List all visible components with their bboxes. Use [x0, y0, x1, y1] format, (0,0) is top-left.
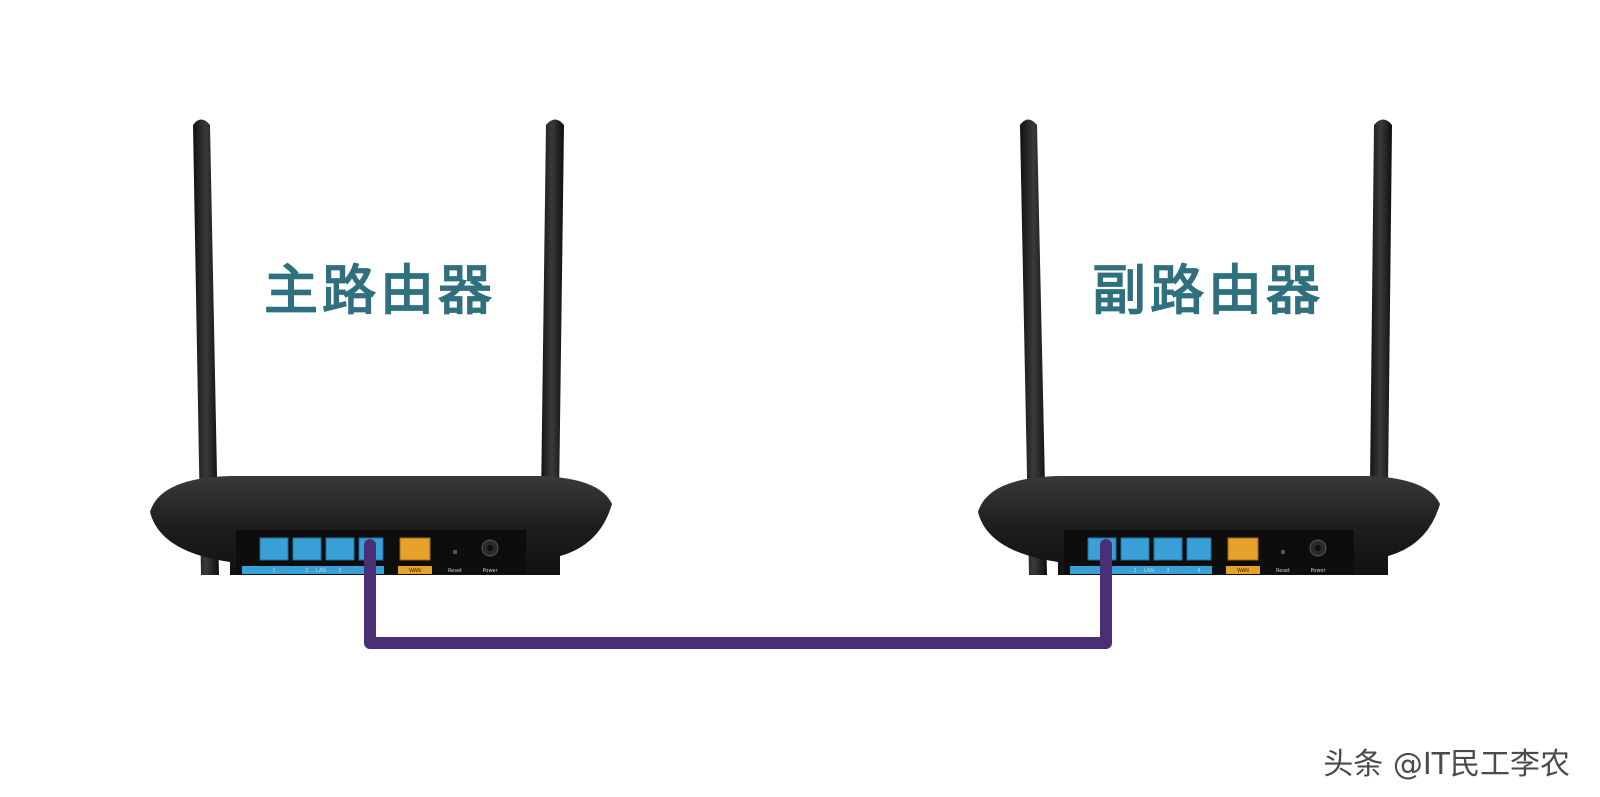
ethernet-cable — [364, 539, 1112, 649]
reset-label: Reset — [448, 568, 462, 574]
reset-label: Reset — [1276, 568, 1290, 574]
power-label: Power — [1310, 568, 1326, 574]
lan-port-label: 1 — [272, 568, 275, 574]
wan-label: WAN — [1237, 568, 1249, 574]
lan-strip — [1070, 566, 1212, 574]
lan-strip — [242, 566, 384, 574]
lan-port — [325, 537, 355, 561]
lan-port — [1186, 537, 1212, 561]
wan-label: WAN — [409, 568, 421, 574]
lan-port-label: 3 — [1166, 568, 1169, 574]
lan-port — [292, 537, 322, 561]
sub-router-label: 副路由器 — [1092, 259, 1324, 322]
lan-port — [1120, 537, 1150, 561]
main-router-antenna-right — [540, 119, 564, 575]
power-label: Power — [482, 568, 498, 574]
wan-strip — [1226, 566, 1260, 574]
sub-router-antenna-left — [1020, 119, 1047, 575]
main-router: 1 2 LAN 3 4 WAN Reset Power — [150, 119, 612, 575]
lan-label: LAN — [1144, 568, 1154, 574]
wan-port — [1227, 537, 1259, 561]
main-router-antenna-left — [193, 119, 219, 575]
lan-port-label: 4 — [1197, 568, 1200, 574]
lan-port-label: 2 — [305, 568, 308, 574]
lan-port-label: 2 — [1133, 568, 1136, 574]
sub-router: 1 2 LAN 3 4 WAN Reset Power — [978, 119, 1440, 575]
wan-port — [399, 537, 431, 561]
lan-label: LAN — [316, 568, 326, 574]
reset-button — [453, 550, 457, 554]
wan-strip — [398, 566, 432, 574]
lan-port — [1153, 537, 1183, 561]
sub-router-antenna-right — [1369, 119, 1392, 575]
reset-button — [1281, 550, 1285, 554]
main-router-label: 主路由器 — [264, 259, 496, 322]
lan-port — [259, 537, 289, 561]
watermark: 头条 @IT民工李农 — [1323, 747, 1570, 782]
lan-port-label: 3 — [338, 568, 341, 574]
